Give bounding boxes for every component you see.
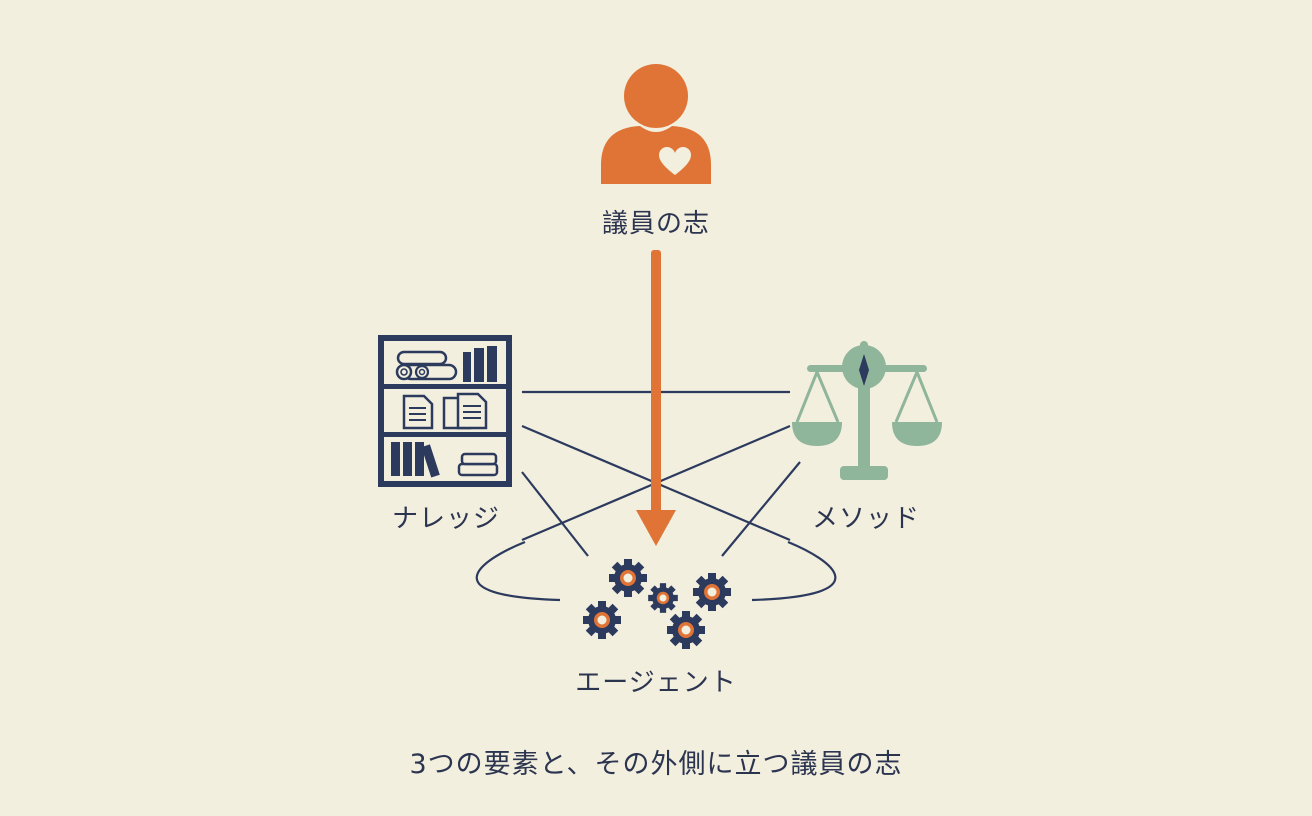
person-heart-icon	[601, 64, 711, 184]
orbit-left	[475, 540, 561, 602]
balance-scale-icon	[792, 341, 942, 480]
diagram-caption: 3つの要素と、その外側に立つ議員の志	[409, 749, 903, 780]
bookshelf-icon	[378, 335, 512, 487]
gears-icon	[583, 559, 731, 649]
node-label-knowledge: ナレッジ	[391, 504, 501, 534]
node-label-aspiration: 議員の志	[601, 209, 711, 239]
orbit-right	[751, 540, 837, 602]
node-label-agent: エージェント	[575, 668, 737, 698]
influence-arrow	[636, 250, 676, 546]
node-label-method: メソッド	[811, 504, 921, 534]
line-knowledge-agent	[521, 471, 589, 557]
line-method-agent	[721, 461, 801, 557]
